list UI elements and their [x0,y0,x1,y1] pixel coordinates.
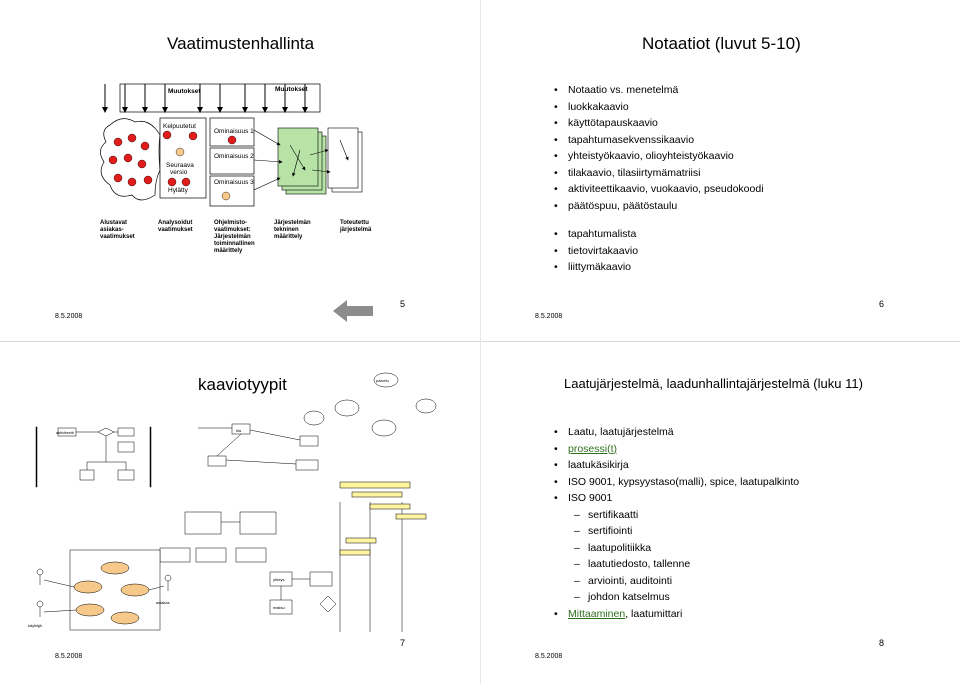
feature-box-3 [209,175,255,207]
slide-8: Laatujärjestelmä, laadunhallintajärjeste… [481,342,960,684]
bullet-item: laatukäsikirja [554,457,799,474]
slide-title: kaaviotyypit [198,375,287,394]
notation-list-secondary: tapahtumalistatietovirtakaavioliittymäka… [554,226,638,276]
slide-date: 8.5.2008 [535,313,563,320]
technical-spec-stack [277,127,327,195]
sub-bullet-item: sertifikaatti [554,507,799,524]
label-payment: maksu [273,605,285,610]
bullet-item: yhteistyökaavio, olioyhteistyökaavio [554,148,764,165]
slide-6: Notaatiot (luvut 5-10) Notaatio vs. mene… [481,0,960,341]
bullet-item: luokkakaavio [554,99,764,116]
changes-label-right: Muutokset [275,86,308,93]
bullet-link[interactable]: Mittaaminen [568,607,626,620]
sub-bullet-item: johdon katselmus [554,589,799,606]
sub-bullet-item: laatupolitiikka [554,540,799,557]
bullet-item: liittymäkaavio [554,259,638,276]
bullet-item: tapahtumalista [554,226,638,243]
vertical-divider [480,0,481,684]
bullet-item: aktiviteettikaavio, vuokaavio, pseudokoo… [554,181,764,198]
slide-date: 8.5.2008 [55,653,83,660]
slide-5: Vaatimustenhallinta [0,0,480,341]
feature-1-label: Ominaisuus 1 [214,128,254,135]
next-version-label: Seuraava [166,162,194,169]
stage-implemented-system: Toteutettu järjestelmä [340,220,372,233]
implemented-system-stack [327,127,363,193]
stage-technical-spec: Järjestelmän tekninen määrittely [274,220,311,240]
bullet-item: Laatu, laatujärjestelmä [554,424,799,441]
feature-3-label: Ominaisuus 3 [214,179,254,186]
analysed-requirements-box [159,117,207,199]
changes-label-left: Muutokset [168,88,201,95]
raw-requirements-cloud [100,118,161,201]
bullet-item: Notaatio vs. menetelmä [554,82,764,99]
sub-bullet-item: laatutiedosto, tallenne [554,556,799,573]
stage-analysed-requirements: Analysoidut vaatimukset [158,220,193,233]
sub-bullet-item: sertifiointi [554,523,799,540]
page-number: 5 [400,299,406,309]
slide-date: 8.5.2008 [535,653,563,660]
bullet-text: , laatumittari [625,607,683,620]
bullet-item: tapahtumasekvenssikaavio [554,132,764,149]
slide-title: Laatujärjestelmä, laadunhallintajärjeste… [564,376,863,391]
sub-bullet-item: arviointi, auditointi [554,573,799,590]
slide-title: Vaatimustenhallinta [167,34,315,53]
bullet-item: ISO 9001 [554,490,799,507]
stage-software-requirements: Ohjelmisto-vaatimukset: Järjestelmän toi… [214,220,255,254]
page-number: 8 [879,638,885,648]
stage-initial-requirements: Alustavat asiakas-vaatimukset [100,220,135,240]
actor-label-user: käyttäjä [28,623,42,628]
bullet-item[interactable]: prosessi(t) [554,441,799,458]
slide-title: Notaatiot (luvut 5-10) [642,34,801,53]
actor-label-customer: asiakas [156,600,170,605]
page-number: 6 [879,299,885,309]
diagram-types-collage [35,372,437,632]
feature-box-2 [209,147,255,175]
slide-7: kaaviotyypit [0,342,480,684]
bullet-link[interactable]: prosessi(t) [568,442,618,455]
quality-list: Laatu, laatujärjestelmäprosessi(t) laatuk… [554,424,799,622]
rejected-label: Hylätty [168,187,188,194]
requirements-flow-diagram [100,83,363,207]
bullet-item: tilakaavio, tilasiirtymämatriisi [554,165,764,182]
back-arrow-icon[interactable] [333,300,373,322]
notation-list: Notaatio vs. menetelmäluokkakaaviokäyttö… [554,82,764,214]
page-number: 7 [400,638,406,648]
label-state: tila [236,428,242,433]
approved-label: Kelpuutetut [163,123,196,130]
label-activity: aktiviteetti [56,430,74,435]
feature-2-label: Ominaisuus 2 [214,153,254,160]
requirement-dots [108,130,237,187]
slide-date: 8.5.2008 [55,313,83,320]
version-label: versio [170,169,188,176]
label-service: palvelu [376,378,389,383]
bullet-item[interactable]: Mittaaminen, laatumittari [554,606,799,623]
bullet-item: tietovirtakaavio [554,243,638,260]
bullet-item: ISO 9001, kypsyystaso(malli), spice, laa… [554,474,799,491]
label-link: yhteys [273,577,285,582]
bullet-item: päätöspuu, päätöstaulu [554,198,764,215]
bullet-item: käyttötapauskaavio [554,115,764,132]
